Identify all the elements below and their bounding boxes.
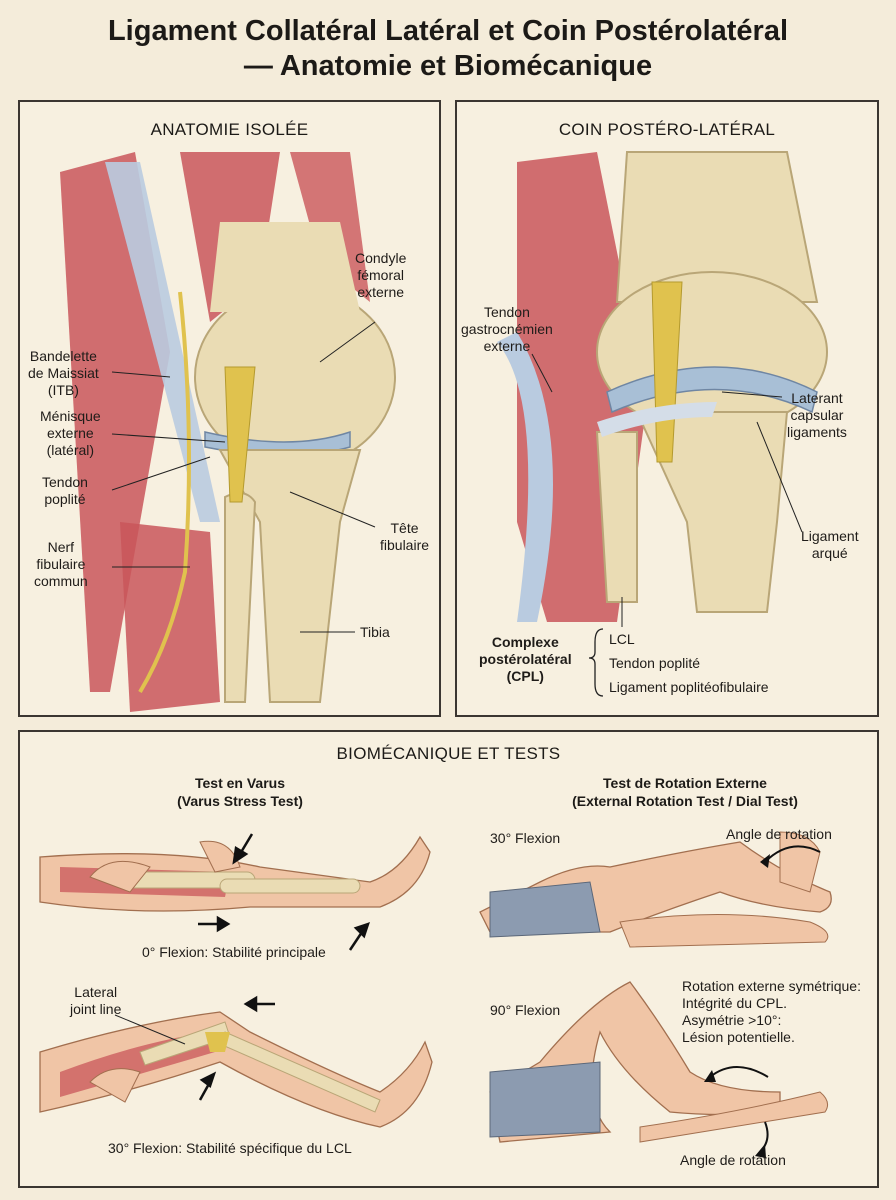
- varus-title: Test en Varus: [194, 775, 285, 791]
- femur-posterior: [615, 151, 819, 303]
- panel-title-bio: BIOMÉCANIQUE ET TESTS: [336, 744, 561, 763]
- dial-90-arrowhead-top: [704, 1070, 716, 1082]
- varus-0-leg: [39, 835, 431, 912]
- page-title-line1: Ligament Collatéral Latéral et Coin Post…: [107, 15, 789, 47]
- label-tendon-poplite: Tendon poplité: [42, 474, 88, 507]
- varus-subtitle: (Varus Stress Test): [177, 793, 303, 809]
- label-gastro: Tendon gastrocnémien externe: [461, 304, 553, 354]
- label-nerf: Nerf fibulaire commun: [34, 539, 88, 589]
- posterolateral-corner-illustration: [497, 151, 828, 627]
- varus-0-arrows: [198, 833, 370, 951]
- label-tete-fibulaire: Tête fibulaire: [380, 520, 430, 553]
- label-lateral-joint-line: Lateral joint line: [70, 984, 122, 1017]
- muscle-leg-lower: [120, 522, 220, 712]
- gastrocnemius-tendon: [497, 332, 553, 622]
- knee-anatomy-illustration: [60, 152, 396, 712]
- panel-anatomy-isolee: ANATOMIE ISOLÉE Condyle fémo: [18, 100, 441, 717]
- label-tibia: Tibia: [360, 624, 390, 640]
- label-dial-angle-top: Angle de rotation: [726, 826, 832, 842]
- label-itb: Bandelette de Maissiat (ITB): [28, 348, 99, 398]
- label-dial-30-flexion: 30° Flexion: [490, 830, 561, 846]
- dial-test-heading: Test de Rotation Externe (External Rotat…: [520, 774, 850, 810]
- dial-90-arrowhead-bottom: [755, 1144, 766, 1158]
- lateral-joint-line-leader: [114, 1014, 186, 1045]
- dial-title: Test de Rotation Externe: [603, 775, 767, 791]
- cpl-item-2: Tendon poplité: [609, 655, 701, 671]
- itb-band: [105, 162, 220, 522]
- label-dial-angle-bottom: Angle de rotation: [680, 1152, 786, 1168]
- page-title: Ligament Collatéral Latéral et Coin Post…: [0, 14, 896, 84]
- popliteofibular-ligament: [597, 402, 717, 437]
- femur-shaft: [210, 222, 360, 312]
- fibula-posterior: [595, 431, 638, 603]
- panel-title-anatomy: ANATOMIE ISOLÉE: [150, 120, 309, 139]
- panel-coin-postero-lateral: COIN POSTÉRO-LATÉRAL Tendon gastrocnémie…: [455, 100, 879, 717]
- peroneal-nerve: [138, 291, 191, 694]
- label-complexe-cpl: Complexe postérolatéral (CPL): [479, 634, 572, 684]
- panel-biomecanique: BIOMÉCANIQUE ET TESTS Test en Varus (Var…: [18, 730, 879, 1188]
- panel-title-corner: COIN POSTÉRO-LATÉRAL: [558, 120, 776, 139]
- caption-varus-30: 30° Flexion: Stabilité spécifique du LCL: [108, 1140, 352, 1156]
- dial-30-rotation-arrow: [764, 845, 821, 863]
- cpl-item-1: LCL: [609, 631, 635, 647]
- biomechanics-illustrations: [39, 831, 832, 1158]
- fibula-bone: [224, 492, 257, 703]
- leader-lines-anatomy: [111, 321, 376, 633]
- varus-test-heading: Test en Varus (Varus Stress Test): [90, 774, 390, 810]
- label-dial-90-flexion: 90° Flexion: [490, 1002, 561, 1018]
- label-laterant: Laterant capsular ligaments: [787, 390, 847, 440]
- caption-varus-0: 0° Flexion: Stabilité principale: [142, 944, 326, 960]
- leader-lines-corner: [531, 353, 803, 627]
- dial-30-legs: [479, 831, 832, 948]
- varus-30-leg: [39, 1011, 433, 1128]
- cpl-item-3: Ligament poplitéofibulaire: [609, 679, 769, 695]
- label-condyle: Condyle fémoral externe: [355, 250, 407, 300]
- label-arque: Ligament arqué: [801, 528, 859, 561]
- varus-30-arrows: [198, 995, 275, 1101]
- tibia-posterior: [635, 411, 789, 613]
- dial-30-arrowhead: [760, 854, 770, 868]
- dial-90-legs: [489, 981, 829, 1143]
- label-menisque: Ménisque externe (latéral): [40, 408, 101, 458]
- lcl-ligament: [224, 366, 256, 503]
- dial-note: Rotation externe symétrique: Intégrité d…: [682, 978, 861, 1045]
- dial-subtitle: (External Rotation Test / Dial Test): [572, 793, 798, 809]
- page-title-line2: — Anatomie et Biomécanique: [243, 50, 653, 82]
